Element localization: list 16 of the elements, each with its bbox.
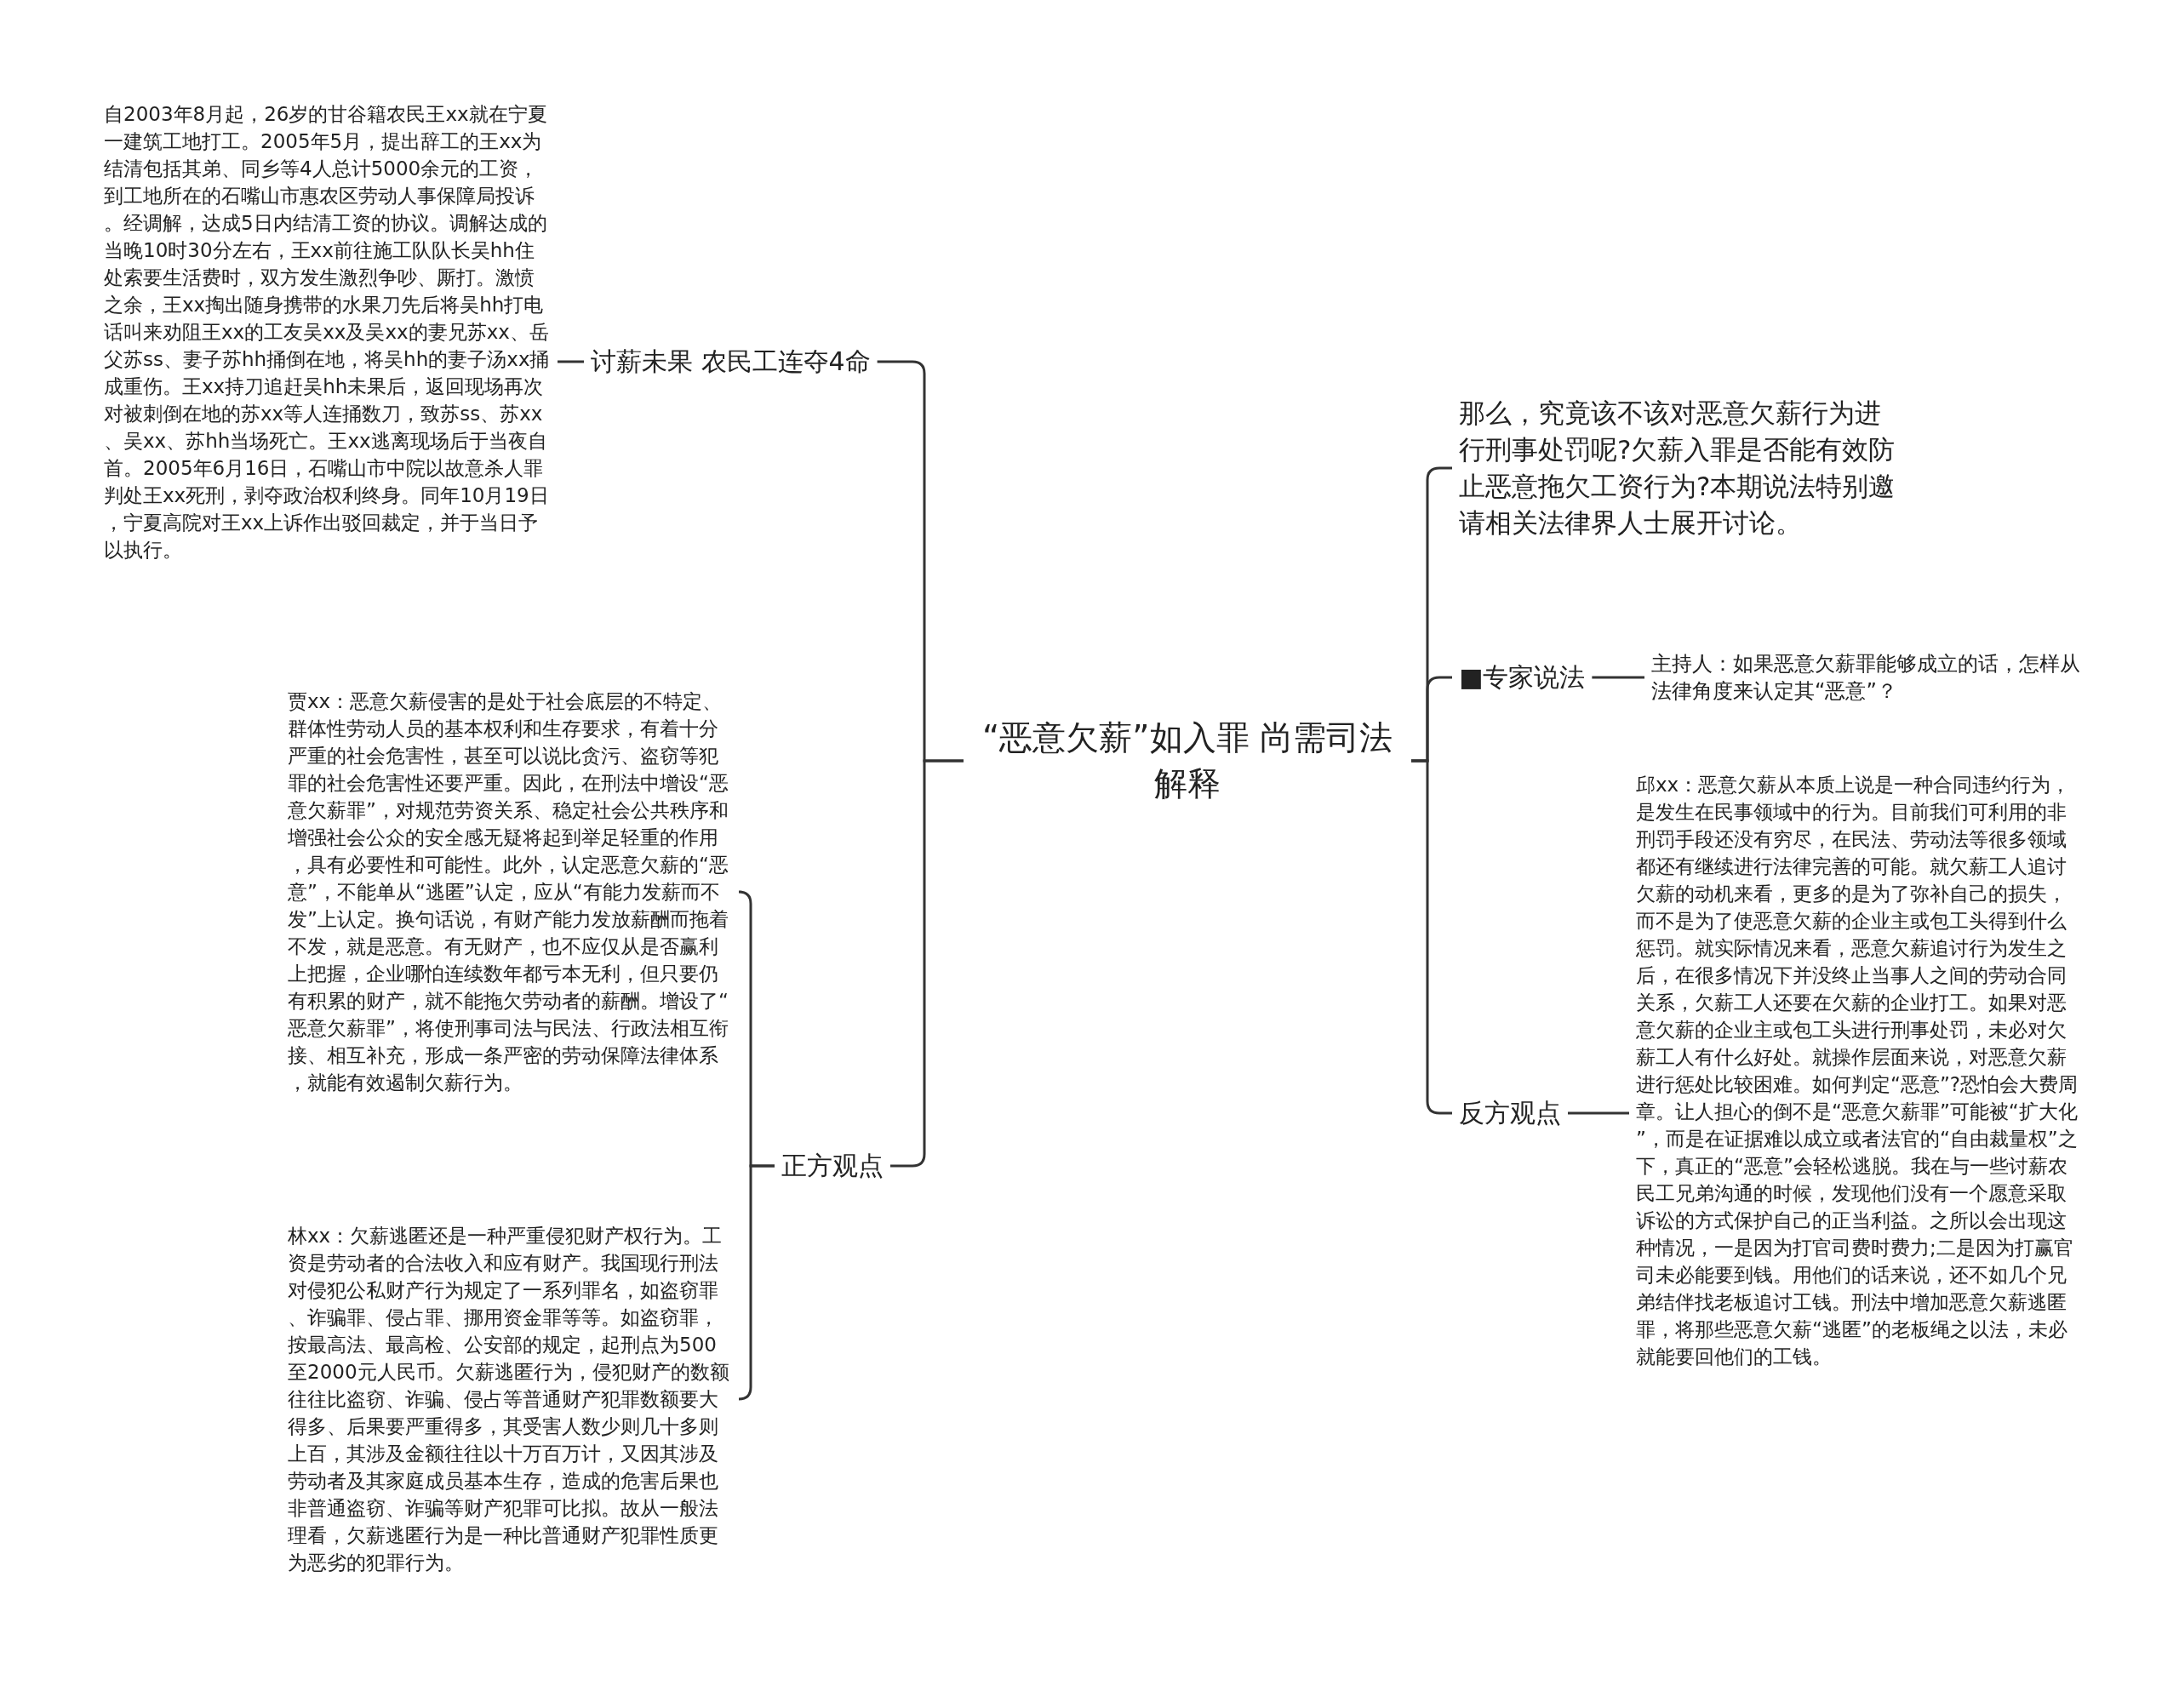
central-topic: “恶意欠薪”如入罪 尚需司法解释 bbox=[970, 715, 1404, 807]
paragraph: 主持人：如果恶意欠薪罪能够成立的话，怎样从法律角度来认定其“恶意”？ bbox=[1651, 650, 2094, 705]
paragraph: 林xx：欠薪逃匿还是一种严重侵犯财产权行为。工资是劳动者的合法收入和应有财产。我国现行刑法对侵犯公私财产行为规定了一系列罪名，如盗窃罪、诈骗罪、侵占罪、挪用资金罪等等。如盗窃罪，按最高法、最高检、公安部的规定，起刑点为500至2000元人民币。欠薪逃匿行为，侵犯财产的数额往往比盗窃、诈骗、侵占等普通财产犯罪数额要大得多、后果要严重得多，其受害人数少则几十多则上百，其涉及金额往往以十万百万计，又因其涉及劳动者及其家庭成员基本生存，造成的危害后果也非普通盗窃、诈骗等财产犯罪可比拟。故从一般法理看，欠薪逃匿行为是一种比普通财产犯罪性质更为恶劣的犯罪行为。 bbox=[288, 1222, 735, 1576]
paragraph: 那么，究竟该不该对恶意欠薪行为进行刑事处罚呢?欠薪入罪是否能有效防止恶意拖欠工资行为?本期说法特别邀请相关法律界人士展开讨论。 bbox=[1459, 395, 1902, 541]
paragraph: 贾xx：恶意欠薪侵害的是处于社会底层的不特定、群体性劳动人员的基本权利和生存要求，有着十分严重的社会危害性，甚至可以说比贪污、盗窃等犯罪的社会危害性还要严重。因此，在刑法中增设“恶意欠薪罪”，对规范劳资关系、稳定社会公共秩序和增强社会公众的安全感无疑将起到举足轻重的作用，具有必要性和可能性。此外，认定恶意欠薪的“恶意”，不能单从“逃匿”认定，应从“有能力发薪而不发”上认定。换句话说，有财产能力发放薪酬而拖着不发，就是恶意。有无财产，也不应仅从是否赢利上把握，企业哪怕连续数年都亏本无利，但只要仍有积累的财产，就不能拖欠劳动者的薪酬。增设了“恶意欠薪罪”，将使刑事司法与民法、行政法相互衔接、相互补充，形成一条严密的劳动保障法律体系，就能有效遏制欠薪行为。 bbox=[288, 688, 735, 1096]
connector bbox=[558, 360, 584, 363]
connector bbox=[737, 1164, 775, 1401]
paragraph: 自2003年8月起，26岁的甘谷籍农民王xx就在宁夏一建筑工地打工。2005年5月，提出辞工的王xx为结清包括其弟、同乡等4人总计5000余元的工资，到工地所在的石嘴山市惠农区劳动人事保障局投诉。经调解，达成5日内结清工资的协议。调解达成的当晚10时30分左右，王xx前往施工队队长吴hh住处索要生活费时，双方发生激烈争吵、厮打。激愤之余，王xx掏出随身携带的水果刀先后将吴hh打电话叫来劝阻王xx的工友吴xx及吴xx的妻兄苏xx、岳父苏ss、妻子苏hh捅倒在地，将吴hh的妻子汤xx捅成重伤。王xx持刀追赶吴hh未果后，返回现场再次对被刺倒在地的苏xx等人连捅数刀，致苏ss、苏xx、吴xx、苏hh当场死亡。王xx逃离现场后于当夜自首。2005年6月16日，石嘴山市中院以故意杀人罪判处王xx死刑，剥夺政治权利终身。同年10月19日，宁夏高院对王xx上诉作出驳回裁定，并于当日予以执行。 bbox=[104, 100, 551, 563]
branch-topic: ■专家说法 bbox=[1459, 660, 1586, 694]
connector bbox=[890, 759, 964, 1168]
branch-topic: 正方观点 bbox=[781, 1149, 884, 1183]
branch-topic: 讨薪未果 农民工连夺4命 bbox=[591, 345, 871, 379]
connector bbox=[1568, 1111, 1629, 1115]
connector bbox=[1592, 676, 1644, 679]
branch-topic: 反方观点 bbox=[1459, 1096, 1561, 1130]
paragraph: 邱xx：恶意欠薪从本质上说是一种合同违约行为，是发生在民事领域中的行为。目前我们可利用的非刑罚手段还没有穷尽，在民法、劳动法等很多领域都还有继续进行法律完善的可能。就欠薪工人追讨欠薪的动机来看，更多的是为了弥补自己的损失，而不是为了使恶意欠薪的企业主或包工头得到什么惩罚。就实际情况来看，恶意欠薪追讨行为发生之后，在很多情况下并没终止当事人之间的劳动合同关系，欠薪工人还要在欠薪的企业打工。如果对恶意欠薪的企业主或包工头进行刑事处罚，未必对欠薪工人有什么好处。就操作层面来说，对恶意欠薪进行惩处比较困难。如何判定“恶意”?恐怕会大费周章。让人担心的倒不是“恶意欠薪罪”可能被“扩大化”，而是在证据难以成立或者法官的“自由裁量权”之下，真正的“恶意”会轻松逃脱。我在与一些讨薪农民工兄弟沟通的时候，发现他们没有一个愿意采取诉讼的方式保护自己的正当利益。之所以会出现这种情况，一是因为打官司费时费力;二是因为打赢官司未必能要到钱。用他们的话来说，还不如几个兄弟结伴找老板追讨工钱。刑法中增加恶意欠薪逃匿罪，将那些恶意欠薪“逃匿”的老板绳之以法，未必就能要回他们的工钱。 bbox=[1636, 771, 2079, 1370]
